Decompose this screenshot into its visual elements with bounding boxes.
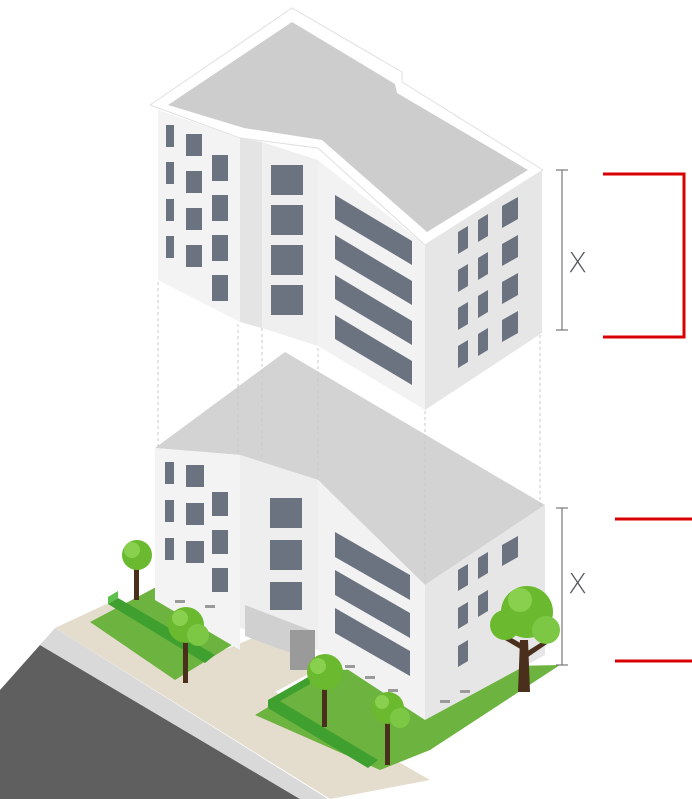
window <box>166 236 174 258</box>
window <box>271 285 303 315</box>
vent <box>345 665 355 668</box>
vent <box>440 700 450 703</box>
window <box>270 498 302 528</box>
window <box>212 492 228 516</box>
window <box>166 162 174 184</box>
window <box>186 465 204 487</box>
window <box>212 275 228 301</box>
window <box>166 125 174 147</box>
upper-red-bracket <box>603 174 684 337</box>
lower-dimension <box>556 508 568 665</box>
window <box>212 235 228 261</box>
vent <box>365 676 375 679</box>
vent <box>460 690 470 693</box>
tree <box>122 540 152 600</box>
vent <box>205 605 215 608</box>
window <box>271 205 303 235</box>
upper-dimension <box>556 170 568 330</box>
window <box>270 582 302 610</box>
window <box>271 165 303 195</box>
upper-building <box>150 8 543 410</box>
window <box>165 538 174 560</box>
window <box>212 155 228 181</box>
window <box>212 568 228 592</box>
window <box>165 500 174 522</box>
upper-dimension-label: X <box>568 246 587 279</box>
window <box>212 530 228 554</box>
upper-middle-facade <box>240 138 262 328</box>
window <box>186 134 202 156</box>
window <box>186 208 202 230</box>
lower-dimension-label: X <box>568 567 587 600</box>
window <box>165 462 174 484</box>
vent <box>388 689 398 692</box>
window <box>186 541 204 563</box>
window <box>186 171 202 193</box>
window <box>186 245 202 267</box>
window <box>271 245 303 275</box>
window <box>166 199 174 221</box>
vent <box>175 600 185 603</box>
window <box>186 503 204 525</box>
window <box>212 195 228 221</box>
window <box>270 540 302 570</box>
